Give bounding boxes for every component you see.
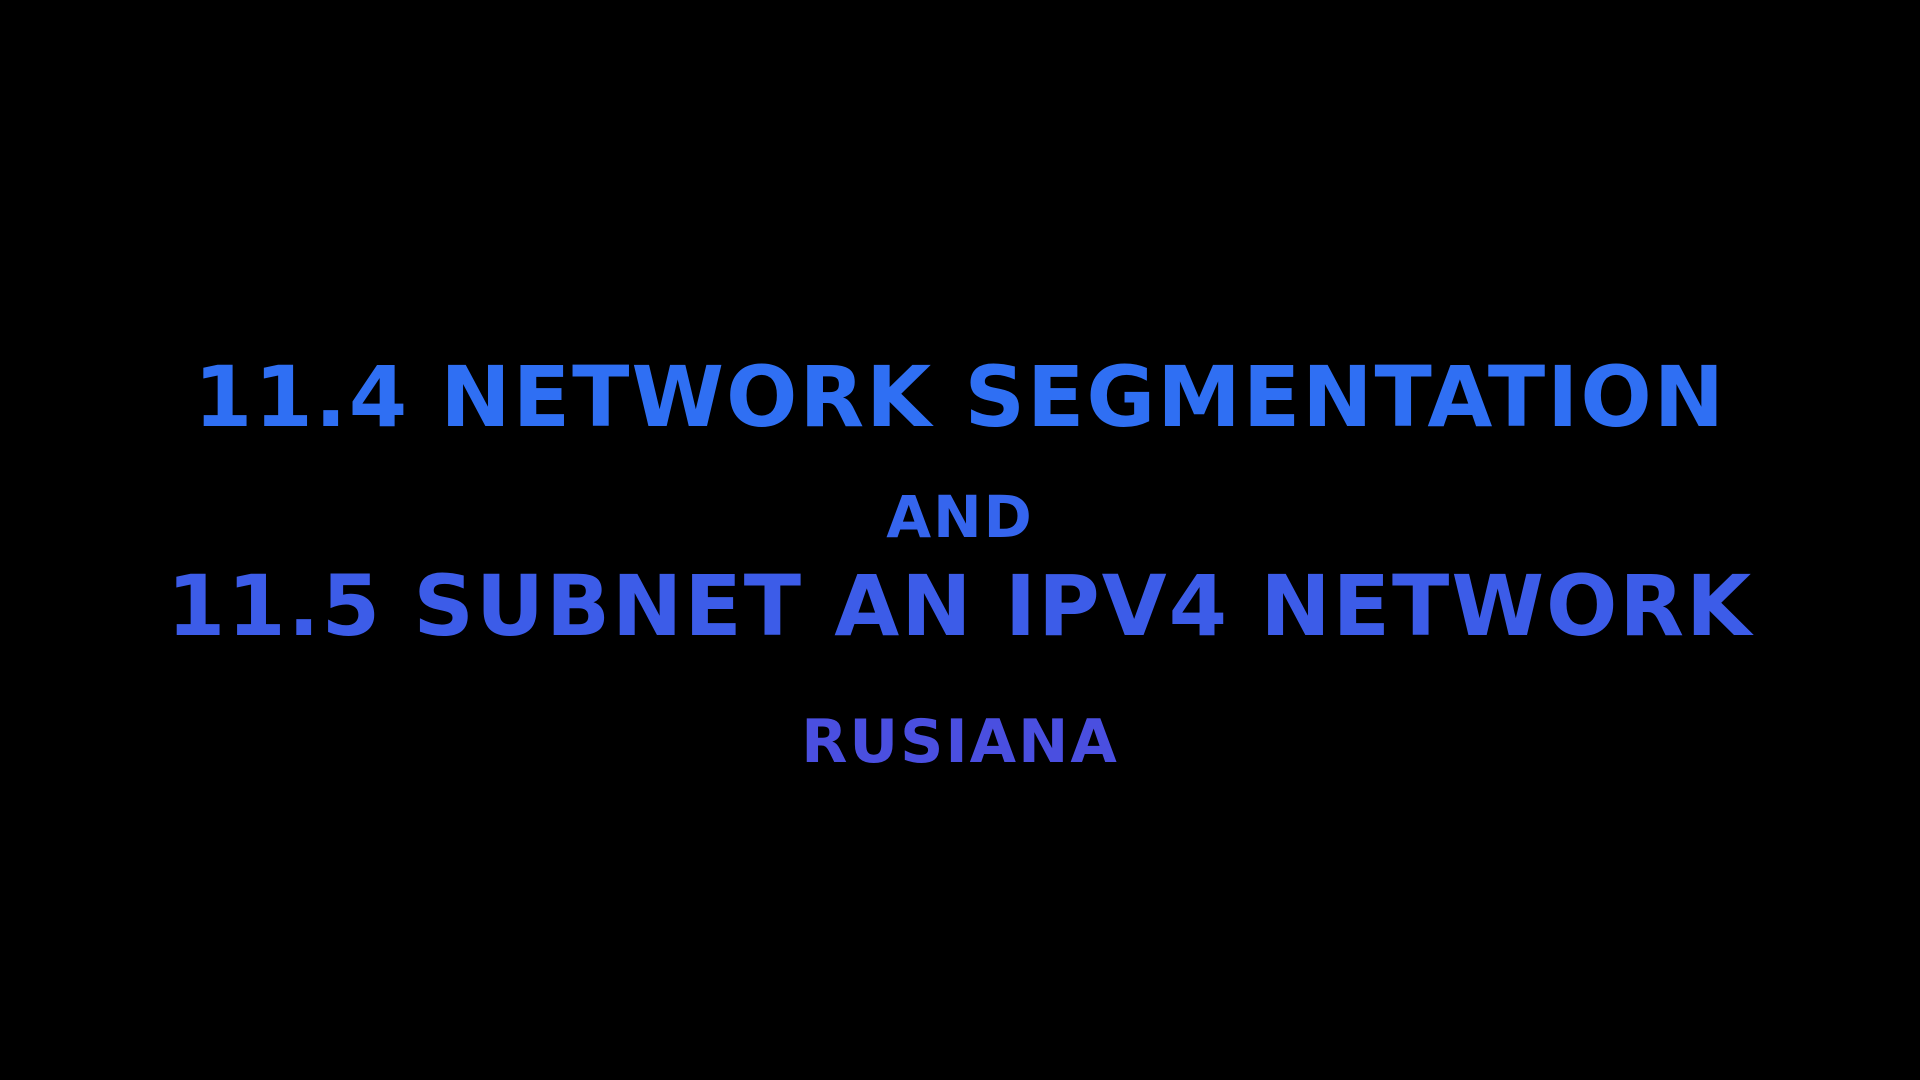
slide-title-line-1: 11.4 NETWORK SEGMENTATION bbox=[193, 348, 1727, 446]
slide-title-line-2: 11.5 SUBNET AN IPV4 NETWORK bbox=[166, 557, 1754, 655]
slide-author: RUSIANA bbox=[801, 707, 1119, 777]
slide-title-connector: AND bbox=[886, 483, 1034, 551]
